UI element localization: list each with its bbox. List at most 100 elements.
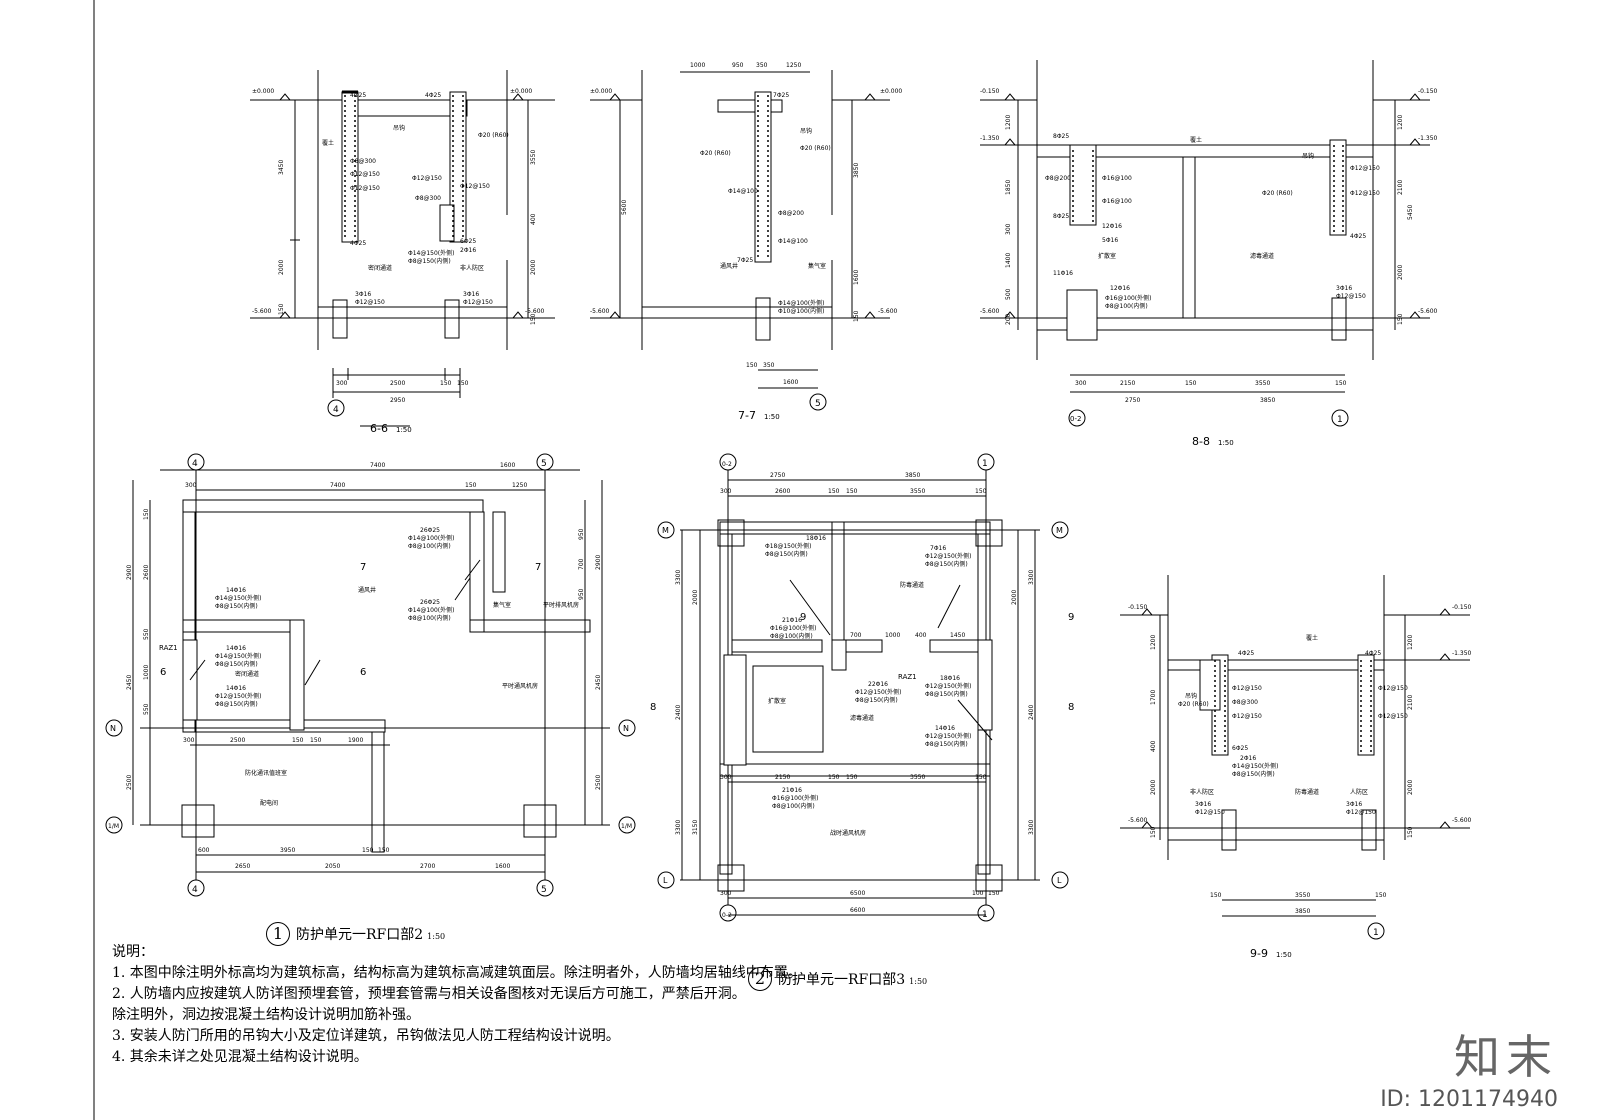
dim-text: 2400	[1028, 705, 1035, 720]
axis-label: 5	[541, 885, 547, 895]
dim-text: 1600	[783, 379, 798, 386]
level-top: -0.150	[1128, 604, 1148, 611]
dim-text: 300	[1075, 380, 1087, 387]
rebar-label: Φ8@150(内侧)	[215, 660, 258, 668]
axis-label: M	[1056, 526, 1063, 535]
rebar-label: Φ12@150	[463, 299, 493, 306]
dim-text: 1200	[1005, 115, 1012, 130]
rebar-label: 吊钩	[393, 124, 405, 132]
dim-text: 1400	[1005, 253, 1012, 268]
dim-text: 150	[1150, 826, 1157, 838]
rebar-label: 吊钩	[800, 127, 812, 135]
rebar-label: Φ12@150(外侧)	[855, 688, 902, 696]
room-label: 通风井	[720, 262, 738, 270]
rebar-label: 吊钩	[1302, 152, 1314, 160]
dim-text: 3950	[280, 847, 295, 854]
rebar-label: Φ14@100	[728, 188, 758, 195]
axis-label: 4	[192, 885, 198, 895]
rebar-label: Φ8@200	[778, 210, 804, 217]
rebar-label: Φ14@100(外侧)	[408, 534, 455, 542]
rebar-label: Φ8@150(内侧)	[408, 257, 451, 265]
room-label: 集气室	[493, 601, 511, 609]
rebar-label: Φ8@300	[350, 158, 376, 165]
dim-text: 3850	[853, 163, 860, 178]
dim-text: 150	[1335, 380, 1347, 387]
dim-text: 3550	[910, 774, 925, 781]
dim-text: 2450	[595, 675, 602, 690]
dim-text: 2000	[278, 260, 285, 275]
room-label: 扩散室	[1098, 252, 1116, 260]
dim-text: 1000	[885, 632, 900, 639]
dim-text: 950	[578, 588, 585, 600]
axis-label: 5	[815, 399, 821, 409]
rebar-label: 6Φ25	[1232, 745, 1248, 752]
dim-text: 6500	[850, 890, 865, 897]
level-bottom-right: -5.600	[1452, 817, 1472, 824]
rebar-label: Φ8@100(内侧)	[408, 614, 451, 622]
rebar-label: Φ8@150(内侧)	[855, 696, 898, 704]
rebar-label: Φ12@150(外侧)	[925, 732, 972, 740]
axis-label: 1	[1337, 415, 1343, 425]
dim-text: 2150	[775, 774, 790, 781]
dim-text: 150	[465, 482, 477, 489]
dim-text: 5450	[1407, 205, 1414, 220]
dim-text: 300	[720, 890, 732, 897]
rebar-label: 26Φ25	[420, 527, 440, 534]
dim-text: 2100	[1397, 180, 1404, 195]
room-label: 滤毒通道	[850, 714, 874, 722]
dim-text: 7400	[370, 462, 385, 469]
rebar-label: Φ14@150(外侧)	[408, 249, 455, 257]
rebar-label: 26Φ25	[420, 599, 440, 606]
axis-label: 1	[1373, 928, 1379, 938]
rebar-label: 8Φ25	[1053, 213, 1069, 220]
level-top: -0.150	[980, 88, 1000, 95]
rebar-label: 3Φ16	[1346, 801, 1362, 808]
rebar-label: 4Φ25	[350, 92, 366, 99]
rebar-label: Φ12@150(外侧)	[215, 692, 262, 700]
note-item: 2. 人防墙内应按建筑人防详图预埋套管，预埋套管需与相关设备图核对无误后方可施工…	[112, 986, 746, 1002]
rebar-label: Φ8@200	[1045, 175, 1071, 182]
rebar-label: 6Φ25	[460, 238, 476, 245]
dim-text: 150	[846, 488, 858, 495]
section-mark: 9	[800, 612, 806, 623]
room-label: 覆土	[322, 139, 334, 147]
dim-text: 3300	[675, 570, 682, 585]
dim-text: 400	[530, 213, 537, 225]
room-label: 滤毒通道	[1250, 252, 1274, 260]
rebar-label: Φ12@150	[1232, 685, 1262, 692]
rebar-label: 4Φ25	[425, 92, 441, 99]
axis-label: 0-2	[722, 912, 732, 919]
dim-text: 350	[756, 62, 768, 69]
dim-text: 2600	[143, 565, 150, 580]
section-title-6-6: 6-6	[370, 422, 388, 435]
room-label: 密闭通道	[368, 264, 392, 272]
dim-text: 150	[362, 847, 374, 854]
axis-label: 4	[333, 405, 339, 415]
rebar-label: 4Φ25	[1365, 650, 1381, 657]
dim-text: 2650	[235, 863, 250, 870]
dim-text: 150	[1375, 892, 1387, 899]
dim-text: 700	[578, 558, 585, 570]
axis-label: 4	[192, 459, 198, 469]
rebar-label: 14Φ16	[935, 725, 955, 732]
axis-label: 5	[541, 459, 547, 469]
room-label: 配电间	[260, 799, 278, 807]
plan-1	[105, 453, 636, 897]
dim-text: 3550	[530, 150, 537, 165]
notes-heading: 说明：	[112, 944, 154, 960]
dim-text: 150	[278, 303, 285, 315]
door-code: RAZ1	[159, 644, 178, 652]
note-item: 3. 安装人防门所用的吊钩大小及定位详建筑，吊钩做法见人防工程结构设计说明。	[112, 1028, 620, 1044]
dim-text: 2000	[530, 260, 537, 275]
rebar-label: Φ14@100	[778, 238, 808, 245]
dim-text: 2750	[1125, 397, 1140, 404]
rebar-label: Φ8@100(内侧)	[770, 632, 813, 640]
rebar-label: 22Φ16	[868, 681, 888, 688]
dim-text: 1450	[950, 632, 965, 639]
axis-label: M	[662, 526, 669, 535]
watermark: 知末 ID: 1201174940	[1380, 1021, 1558, 1112]
dim-text: 2400	[675, 705, 682, 720]
dim-text: 2450	[126, 675, 133, 690]
dim-text: 2500	[230, 737, 245, 744]
